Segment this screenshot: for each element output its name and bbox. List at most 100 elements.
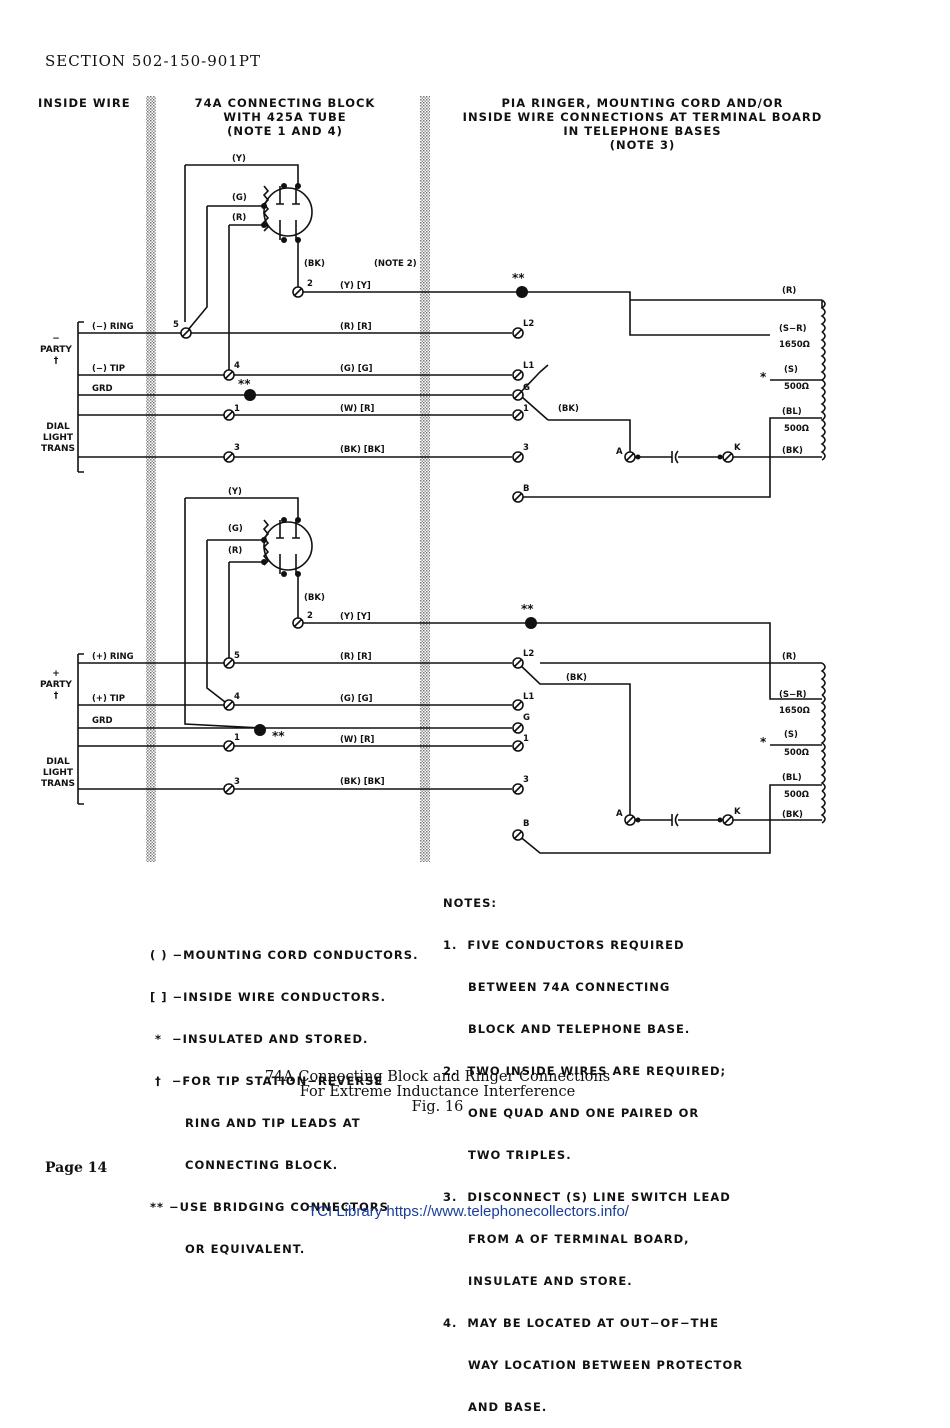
section-header: SECTION 502-150-901PT (45, 52, 261, 70)
note-line: INSULATE AND STORE. (443, 1274, 633, 1288)
ringer-label-bk: (BK) (782, 446, 803, 456)
divider-right (420, 96, 430, 862)
caption-line: 74A Connecting Block and Ringer Connecti… (264, 1069, 611, 1085)
terminal-4 (223, 369, 235, 381)
wire-label-r: (R) (228, 546, 242, 556)
notes-block: NOTES: 1. FIVE CONDUCTORS REQUIRED BETWE… (443, 868, 743, 1428)
plus-party-label: + PARTY † (36, 669, 76, 702)
ringer-label-500: 500Ω (784, 748, 809, 758)
terminal-a (624, 451, 636, 463)
caption-line: Fig. 16 (411, 1099, 464, 1115)
note-line: WAY LOCATION BETWEEN PROTECTOR (443, 1358, 744, 1372)
ringer-label-r: (R) (782, 652, 796, 662)
grd-label: GRD (92, 716, 113, 726)
terminal-label-l1: L1 (523, 361, 534, 371)
wire-label-bk: (BK) (304, 593, 325, 603)
terminal-g (512, 722, 524, 734)
stars-label: ** (238, 377, 251, 391)
tip-minus-label: (−) TIP (92, 364, 125, 374)
terminal-k (722, 451, 734, 463)
dagger-mark: † (53, 691, 59, 701)
plus-sign: + (52, 669, 60, 679)
wire-label-g-pair: (G) [G] (340, 364, 373, 374)
dagger-mark: † (53, 356, 59, 366)
ringer-label-s: (S) (784, 730, 798, 740)
notes-title: NOTES: (443, 896, 497, 910)
page-number: Page 14 (45, 1160, 108, 1176)
ringer-label-bk: (BK) (782, 810, 803, 820)
terminal-label-3: 3 (523, 443, 529, 453)
legend-line: RING AND TIP LEADS AT (150, 1116, 361, 1130)
terminal-label-b: B (523, 819, 529, 829)
terminal-label-3: 3 (234, 443, 240, 453)
wire-label-w-pair: (W) [R] (340, 735, 375, 745)
bridging-connector-dot (254, 724, 266, 736)
terminal-label-l2: L2 (523, 319, 534, 329)
bridging-connector-dot (525, 617, 537, 629)
party-text: PARTY (40, 345, 72, 355)
wire-label-g-pair: (G) [G] (340, 694, 373, 704)
ringer-label-1650: 1650Ω (779, 340, 810, 350)
ringer-label-bl: (BL) (782, 407, 802, 417)
ringer-label-500: 500Ω (784, 790, 809, 800)
ringer-label-s-r: (S−R) (779, 324, 807, 334)
ringer-heading-line: (NOTE 3) (609, 138, 676, 152)
wire-label-bk-pair: (BK) [BK] (340, 445, 385, 455)
ringer-label-1650: 1650Ω (779, 706, 810, 716)
note-line: TWO TRIPLES. (443, 1148, 572, 1162)
terminal-label-a: A (616, 809, 623, 819)
terminal-label-l1: L1 (523, 692, 534, 702)
party-text: PARTY (40, 680, 72, 690)
note-line: FROM A OF TERMINAL BOARD, (443, 1232, 690, 1246)
terminal-label-l2: L2 (523, 649, 534, 659)
ring-minus-label: (−) RING (92, 322, 134, 332)
terminal-label-1: 1 (234, 733, 240, 743)
terminal-1 (223, 740, 235, 752)
terminal-label-a: A (616, 447, 623, 457)
terminal-label-g: G (523, 713, 530, 723)
footer-link[interactable]: TCI Library https://www.telephonecollect… (308, 1203, 629, 1220)
terminal-b (512, 829, 524, 841)
terminal-1 (223, 409, 235, 421)
dial-light-trans-label-bottom: DIAL LIGHT TRANS (38, 757, 78, 790)
stars-label: ** (512, 271, 525, 285)
ring-plus-label: (+) RING (92, 652, 134, 662)
terminal-4 (223, 699, 235, 711)
wire-label-y: (Y) (228, 487, 242, 497)
note2-label: (NOTE 2) (374, 259, 417, 269)
caption-line: For Extreme Inductance Interference (299, 1084, 576, 1100)
wire-label-y: (Y) (232, 154, 246, 164)
star-label: * (760, 735, 767, 749)
terminal-3 (223, 783, 235, 795)
star-label: * (760, 370, 767, 384)
legend-line: † −FOR TIP STATION−REVERSE (150, 1074, 384, 1088)
dial-text: DIAL (46, 757, 70, 767)
terminal-label-3: 3 (234, 777, 240, 787)
terminal-label-2: 2 (307, 611, 313, 621)
block-heading-line: 74A CONNECTING BLOCK (194, 96, 376, 110)
ringer-coil-icon (821, 299, 826, 461)
wire-label-y-pair: (Y) [Y] (340, 612, 371, 622)
wire-label-bk: (BK) (566, 673, 587, 683)
legend-line: ** −USE BRIDGING CONNECTORS (150, 1200, 389, 1214)
tube-425a-icon (263, 521, 313, 571)
dial-light-trans-label-top: DIAL LIGHT TRANS (38, 422, 78, 455)
terminal-label-1: 1 (523, 404, 529, 414)
grd-label: GRD (92, 384, 113, 394)
ringer-heading-line: PIA RINGER, MOUNTING CORD AND/OR (501, 96, 784, 110)
terminal-label-4: 4 (234, 361, 240, 371)
terminal-2 (292, 286, 304, 298)
block-heading-line: (NOTE 1 AND 4) (227, 124, 343, 138)
light-text: LIGHT (42, 433, 74, 443)
bridging-connector-dot (244, 389, 256, 401)
wire-label-r-pair: (R) [R] (340, 652, 372, 662)
ringer-heading: PIA RINGER, MOUNTING CORD AND/OR INSIDE … (440, 96, 845, 152)
terminal-label-k: K (734, 807, 741, 817)
terminal-k (722, 814, 734, 826)
minus-sign: − (52, 334, 60, 344)
terminal-5 (223, 657, 235, 669)
terminal-3 (512, 451, 524, 463)
ringer-coil-icon (821, 662, 826, 824)
legend-line: CONNECTING BLOCK. (150, 1158, 339, 1172)
legend-line: ( ) −MOUNTING CORD CONDUCTORS. (150, 948, 419, 962)
